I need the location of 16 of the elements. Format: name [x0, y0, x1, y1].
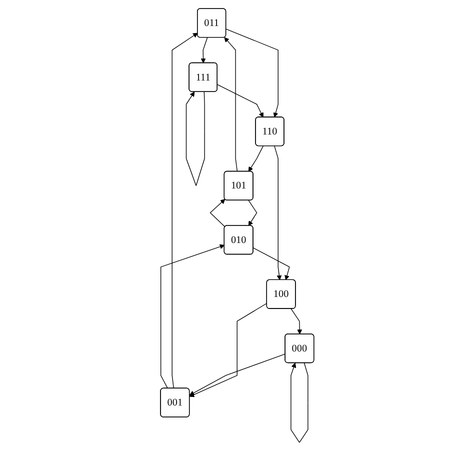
- arrow: [226, 28, 278, 118]
- arrow: [248, 146, 264, 172]
- arrow: [200, 37, 208, 64]
- arrow: [186, 92, 205, 186]
- arrow: [248, 200, 257, 226]
- arrow: [172, 32, 198, 389]
- arrow: [210, 198, 226, 228]
- arrow: [189, 354, 286, 396]
- arrow: [290, 362, 308, 443]
- arrow: [224, 37, 238, 172]
- arrow: [189, 302, 268, 397]
- arrow: [290, 308, 302, 334]
- arrow: [160, 244, 224, 389]
- arrow: [274, 146, 282, 280]
- arrow: [252, 248, 290, 280]
- arrow: [216, 84, 264, 118]
